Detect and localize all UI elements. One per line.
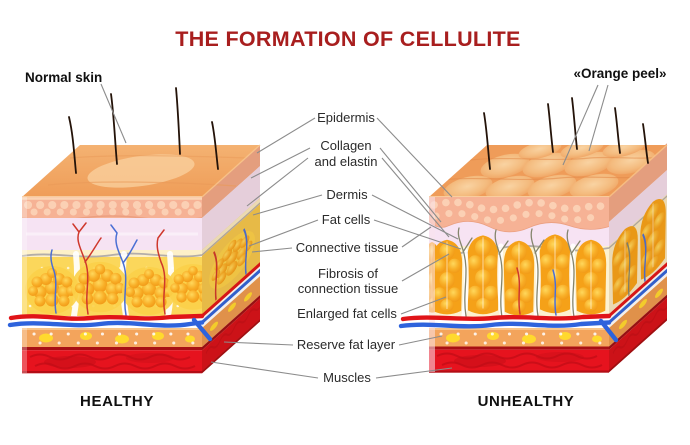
- unhealthy-skin-block: [398, 97, 668, 373]
- label-normal-skin: Normal skin: [25, 70, 102, 85]
- caption-healthy: HEALTHY: [80, 393, 154, 410]
- label-fibrosis-line1: Fibrosis of: [318, 266, 378, 281]
- label-muscles: Muscles: [323, 370, 371, 385]
- healthy-top-face: [22, 144, 261, 198]
- unhealthy-front-face: [429, 197, 609, 373]
- label-fibrosis-line2: connection tissue: [298, 281, 398, 296]
- label-reserve-fat-layer: Reserve fat layer: [297, 337, 396, 352]
- label-epidermis: Epidermis: [317, 110, 375, 125]
- label-connective-tissue: Connective tissue: [296, 240, 399, 255]
- healthy-skin-block: [7, 87, 261, 374]
- unhealthy-blood-vessels: [398, 313, 619, 343]
- healthy-blood-vessels: [7, 313, 213, 342]
- label-orange-peel: «Orange peel»: [573, 66, 666, 81]
- healthy-side-face: [202, 145, 260, 374]
- healthy-front-face: [22, 197, 202, 374]
- hairs: [483, 97, 649, 170]
- page-title: THE FORMATION OF CELLULITE: [175, 27, 520, 51]
- label-enlarged-fat-cells: Enlarged fat cells: [297, 306, 397, 321]
- leader-lines: [100, 83, 609, 379]
- label-dermis: Dermis: [326, 187, 368, 202]
- label-fat-cells: Fat cells: [322, 212, 371, 227]
- label-collagen-line2: and elastin: [315, 154, 378, 169]
- hairs: [68, 87, 219, 174]
- unhealthy-side-face: [609, 143, 667, 373]
- label-collagen-line1: Collagen: [320, 138, 371, 153]
- caption-unhealthy: UNHEALTHY: [478, 393, 575, 410]
